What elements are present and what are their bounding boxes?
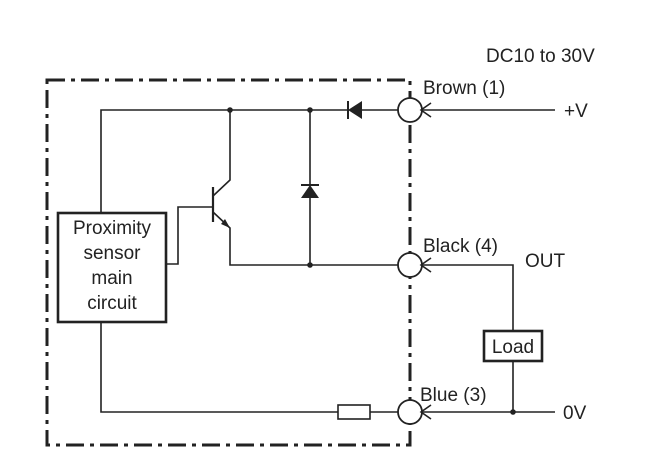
- black-terminal: [397, 252, 423, 278]
- load-box: [482, 329, 544, 363]
- transistor-collector-wire: [212, 110, 231, 197]
- black-arrow-icon: [419, 257, 432, 273]
- junction-dot: [227, 107, 233, 113]
- load-label: Load: [492, 337, 534, 358]
- transistor-base-wire: [166, 206, 213, 265]
- blue-terminal-label: Blue (3): [420, 385, 487, 406]
- supply-voltage-label: DC10 to 30V: [486, 46, 595, 67]
- bottom-rail-wire: [100, 322, 338, 413]
- brown-arrow-icon: [419, 102, 432, 118]
- top-rail-wire: [100, 109, 348, 213]
- main-circuit-line: main: [91, 268, 132, 289]
- resistor-icon: [337, 404, 371, 420]
- blue-arrow-icon: [419, 404, 432, 420]
- brown-terminal: [397, 97, 423, 123]
- main-circuit-box: [56, 211, 168, 324]
- junction-dot: [307, 107, 313, 113]
- blue-terminal: [397, 399, 423, 425]
- output-wire: [212, 211, 398, 266]
- external-out-wire: [422, 264, 514, 331]
- positive-supply-label: +V: [564, 101, 588, 122]
- series-diode-icon: [347, 101, 362, 119]
- transistor-emitter-arrow: [221, 219, 230, 228]
- junction-dot: [307, 262, 313, 268]
- main-circuit-line: Proximity: [73, 218, 152, 239]
- main-circuit-line: sensor: [83, 243, 141, 264]
- zero-volt-label: 0V: [563, 403, 587, 424]
- main-circuit-line: circuit: [87, 293, 137, 314]
- black-terminal-label: Black (4): [423, 236, 498, 257]
- brown-terminal-label: Brown (1): [423, 78, 505, 99]
- clamp-diode-icon: [301, 184, 319, 198]
- junction-dot: [510, 409, 516, 415]
- output-label: OUT: [525, 251, 566, 272]
